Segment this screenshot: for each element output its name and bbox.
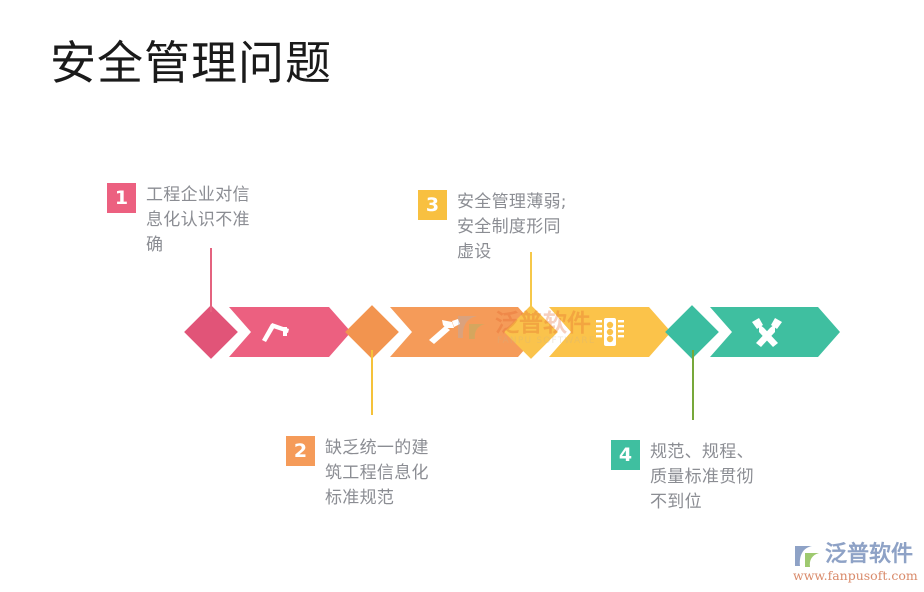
step-diamond-1	[184, 305, 238, 359]
connector-line-1	[210, 248, 212, 312]
callout-4[interactable]: 4 规范、规程、 质量标准贯彻 不到位	[611, 440, 754, 515]
callout-3[interactable]: 3 安全管理薄弱; 安全制度形同 虚设	[418, 190, 567, 265]
callout-text-4: 规范、规程、 质量标准贯彻 不到位	[650, 442, 754, 512]
callout-text-2: 缺乏统一的建 筑工程信息化 标准规范	[325, 438, 429, 508]
callout-text-1: 工程企业对信 息化认识不准 确	[146, 185, 250, 255]
process-step-1[interactable]	[229, 307, 351, 357]
process-band	[0, 305, 924, 359]
page-title: 安全管理问题	[50, 36, 332, 90]
connector-line-4	[692, 350, 694, 420]
connector-line-3	[530, 252, 532, 314]
corner-logo-url: www.fanpusoft.com	[793, 568, 918, 583]
process-step-3[interactable]	[549, 307, 671, 357]
callout-badge-3: 3	[418, 190, 447, 220]
connector-line-2	[371, 350, 373, 415]
callout-2[interactable]: 2 缺乏统一的建 筑工程信息化 标准规范	[286, 436, 429, 511]
corner-logo-mark	[795, 546, 819, 567]
callout-1[interactable]: 1 工程企业对信 息化认识不准 确	[107, 183, 250, 258]
callout-text-3: 安全管理薄弱; 安全制度形同 虚设	[457, 192, 567, 262]
corner-logo[interactable]: 泛普软件 www.fanpusoft.com	[793, 542, 918, 586]
corner-logo-text: 泛普软件	[825, 542, 914, 567]
callout-badge-2: 2	[286, 436, 315, 466]
callout-badge-4: 4	[611, 440, 640, 470]
process-step-4[interactable]	[710, 307, 840, 357]
callout-badge-1: 1	[107, 183, 136, 213]
